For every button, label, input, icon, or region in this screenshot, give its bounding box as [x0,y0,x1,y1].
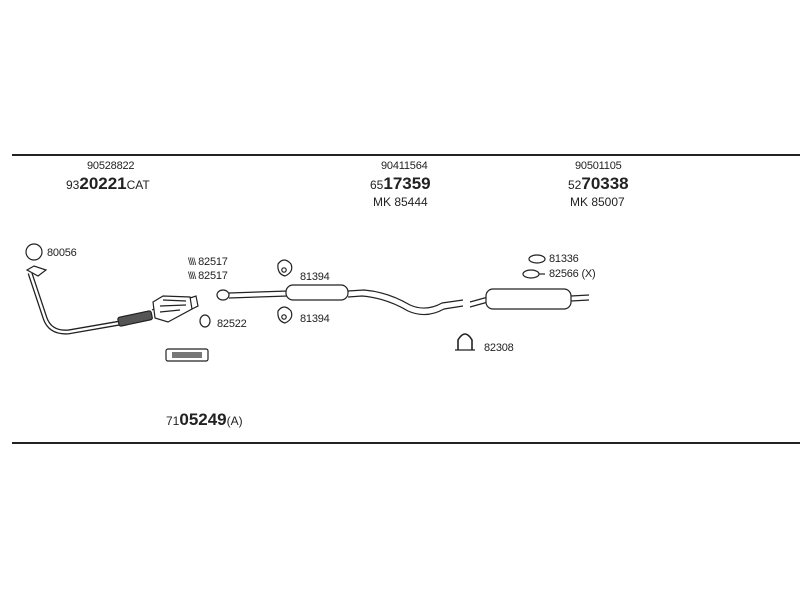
gasket-ring-icon [199,314,211,328]
middle-silencer-pipe-icon [216,284,464,316]
part-main: 20221 [79,174,127,193]
group-2-ref-number: 90411564 [381,160,428,172]
part-prefix: 93 [66,178,80,192]
part-prefix: 52 [568,178,582,192]
group-1-ref-number: 90528822 [87,160,135,172]
front-pipe-icon [25,265,161,335]
callout-u-clamp: 82308 [484,342,514,354]
callout-ring-gasket: 80056 [47,247,77,259]
bolt-icon: \\\\ [188,271,196,282]
callout-hanger-b: 81394 [300,313,330,325]
u-clamp-icon [455,333,475,351]
rubber-hanger-icon [277,306,293,324]
group-2-part-number: 6517359 [370,174,431,195]
flex-pipe-icon [165,348,209,362]
part-prefix: 71 [166,414,180,428]
part-prefix: 65 [370,178,384,192]
rubber-hanger-icon [277,259,293,277]
callout-gasket: 82522 [217,318,247,330]
callout-rear-clamp: 82566 (X) [549,268,596,280]
part-main: 05249 [179,410,227,429]
part-main: 70338 [581,174,629,193]
rear-clip-icon [528,254,546,264]
group-2-mk-code: MK 85444 [373,195,428,209]
rear-clamp-icon [522,269,545,279]
part-main: 17359 [383,174,431,193]
kit-part-number: 7105249(A) [166,410,243,431]
callout-text: 82517 [198,270,228,282]
top-divider [12,154,800,156]
group-3-ref-number: 90501105 [575,160,622,172]
part-suffix: (A) [226,414,243,428]
callout-clamp-b: \\\\82517 [188,270,228,283]
part-suffix: CAT [126,178,150,192]
rear-silencer-icon [469,288,590,310]
bottom-divider [12,442,800,444]
group-3-mk-code: MK 85007 [570,195,625,209]
ring-gasket-icon [25,243,43,261]
callout-hanger-a: 81394 [300,271,330,283]
bolt-icon: \\\\ [188,257,196,268]
catalytic-converter-icon [152,295,199,323]
group-3-part-number: 5270338 [568,174,629,195]
callout-clamp-a: \\\\82517 [188,256,228,269]
callout-text: 82517 [198,256,228,268]
callout-rear-clip: 81336 [549,253,579,265]
group-1-part-number: 9320221CAT [66,174,150,195]
